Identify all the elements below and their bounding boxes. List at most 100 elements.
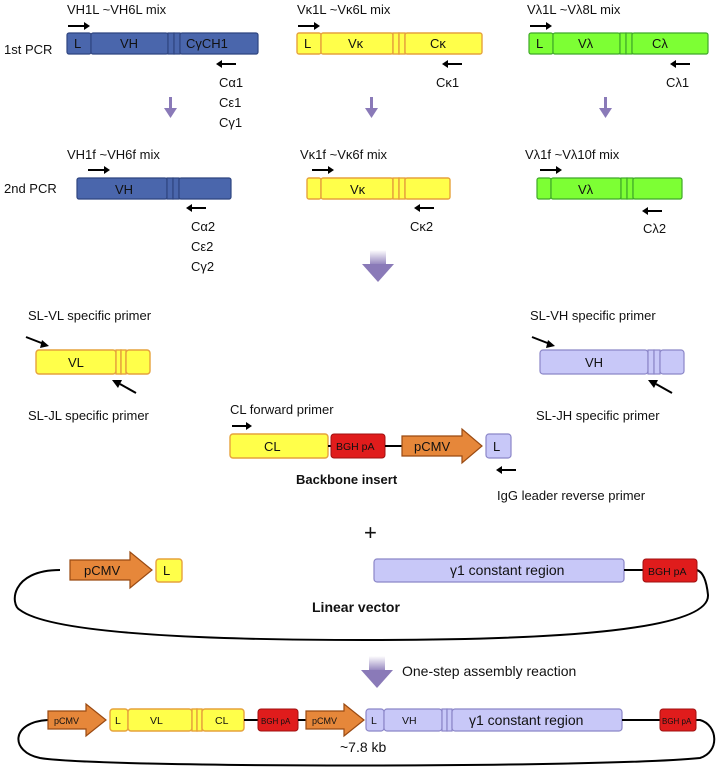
heavy2-junction2 bbox=[172, 177, 180, 200]
vector-pcmv-promoter bbox=[69, 550, 153, 590]
kappa-rev2: Cκ2 bbox=[410, 219, 433, 234]
assembly-step-label: One-step assembly reaction bbox=[402, 663, 576, 679]
light-rev-primer-head bbox=[112, 380, 122, 388]
assembled-size-label: ~7.8 kb bbox=[340, 739, 387, 755]
heavy-junction2 bbox=[173, 32, 181, 55]
heavy-fwd-primer1-head bbox=[84, 22, 90, 30]
assembled-pcmv-1-label: pCMV bbox=[54, 716, 79, 726]
backbone-L-label: L bbox=[493, 439, 500, 454]
heavy-seg-V: VH bbox=[120, 36, 138, 51]
assembled-pcmv-2 bbox=[305, 702, 365, 738]
assembled-junction-b bbox=[196, 708, 203, 732]
kappa2-junction1 bbox=[392, 177, 400, 200]
light-rev-primer bbox=[119, 383, 137, 394]
assembled-vector-backbone bbox=[17, 719, 716, 767]
assembled-junction-a bbox=[191, 708, 198, 732]
lambda-fwd-primer1-head bbox=[546, 22, 552, 30]
heavy-insert-junction2 bbox=[653, 349, 661, 375]
vector-L-label: L bbox=[163, 563, 170, 578]
backbone-rev-primer-head bbox=[496, 466, 502, 474]
assembled-VH-label: VH bbox=[402, 715, 417, 727]
plus-sign: + bbox=[364, 520, 377, 545]
heavy-rev-primer1-head bbox=[216, 60, 222, 68]
lambda2-C-segment bbox=[632, 177, 683, 200]
assembled-L-2-label: L bbox=[371, 715, 377, 727]
assembled-junction-c bbox=[441, 708, 448, 732]
heavy-insert-rev-primer-head bbox=[648, 380, 658, 388]
heavy-rev2-a: Cα2 bbox=[191, 219, 215, 234]
heavy-rev2-e: Cε2 bbox=[191, 239, 213, 254]
lambda-seg-L: L bbox=[536, 36, 543, 51]
heavy-rev-primer2-head bbox=[186, 204, 192, 212]
backbone-CL-label: CL bbox=[264, 439, 281, 454]
heavy-rev2-g: Cγ2 bbox=[191, 259, 214, 274]
light-insert-tail bbox=[125, 349, 151, 375]
linear-vector-backbone bbox=[13, 569, 710, 642]
heavy-fwd-primer2-head bbox=[104, 166, 110, 174]
assembled-junction-d bbox=[446, 708, 453, 732]
heavy-rev1-e: Cε1 bbox=[219, 95, 241, 110]
lambda-C-segment bbox=[631, 32, 709, 55]
heavy2-C-segment bbox=[178, 177, 232, 200]
heavy-rev1-g: Cγ1 bbox=[219, 115, 242, 130]
linear-vector-title: Linear vector bbox=[312, 599, 400, 615]
kappa-mix1-label: Vκ1L ~Vκ6L mix bbox=[297, 2, 391, 17]
backbone-rev-primer-label: IgG leader reverse primer bbox=[497, 488, 646, 503]
first-pcr-label: 1st PCR bbox=[4, 42, 52, 57]
heavy-fwd-primer-label: SL-VH specific primer bbox=[530, 308, 656, 323]
heavy-insert-rev-primer bbox=[655, 383, 673, 394]
heavy-rev-primer-label: SL-JH specific primer bbox=[536, 408, 660, 423]
big-down-arrow-2 bbox=[361, 656, 393, 688]
heavy-mix1-label: VH1L ~VH6L mix bbox=[67, 2, 167, 17]
lambda-mix1-label: Vλ1L ~Vλ8L mix bbox=[527, 2, 621, 17]
lambda-fwd-primer2-head bbox=[556, 166, 562, 174]
lambda2-junction1 bbox=[620, 177, 628, 200]
light-fwd-primer-label: SL-VL specific primer bbox=[28, 308, 152, 323]
backbone-pcmv-promoter bbox=[401, 427, 483, 465]
lambda-seg-V: Vλ bbox=[578, 36, 594, 51]
lambda-rev-primer2-head bbox=[642, 207, 648, 215]
kappa-fwd-primer2-head bbox=[328, 166, 334, 174]
vector-L-segment bbox=[155, 558, 183, 583]
assembled-constant-label: γ1 constant region bbox=[469, 712, 583, 728]
lambda2-junction2 bbox=[626, 177, 634, 200]
backbone-title: Backbone insert bbox=[296, 472, 398, 487]
vector-pcmv-label: pCMV bbox=[84, 563, 120, 578]
vector-bgh-label: BGH pA bbox=[648, 566, 687, 578]
heavy-insert-fwd-primer-head bbox=[546, 340, 555, 348]
kappa2-seg-V: Vκ bbox=[350, 182, 366, 197]
assembled-bgh-2-label: BGH pA bbox=[662, 717, 692, 726]
lambda-rev-primer1-head bbox=[670, 60, 676, 68]
heavy-insert-tail bbox=[659, 349, 685, 375]
heavy-insert-label: VH bbox=[585, 355, 603, 370]
light-insert-label: VL bbox=[68, 355, 84, 370]
assembled-pcmv-2-label: pCMV bbox=[312, 716, 337, 726]
backbone-bgh-label: BGH pA bbox=[336, 441, 375, 453]
vector-bgh bbox=[642, 558, 698, 583]
kappa-fwd-primer1-head bbox=[314, 22, 320, 30]
kappa-seg-C: Cκ bbox=[430, 36, 446, 51]
lambda-seg-C: Cλ bbox=[652, 36, 668, 51]
kappa-rev-primer2-head bbox=[414, 204, 420, 212]
light-fwd-primer-head bbox=[40, 340, 49, 348]
lambda-mix2-label: Vλ1f ~Vλ10f mix bbox=[525, 147, 620, 162]
light-insert-junction1 bbox=[115, 349, 122, 375]
down-arrow-lambda bbox=[599, 97, 612, 118]
assembled-VL-label: VL bbox=[150, 715, 163, 727]
kappa-junction1 bbox=[392, 32, 400, 55]
heavy-seg-L: L bbox=[74, 36, 81, 51]
assembled-CL-label: CL bbox=[215, 715, 229, 727]
lambda-rev1: Cλ1 bbox=[666, 75, 689, 90]
light-rev-primer-label: SL-JL specific primer bbox=[28, 408, 150, 423]
lambda-junction2 bbox=[625, 32, 633, 55]
heavy2-seg-V: VH bbox=[115, 182, 133, 197]
assembled-pcmv-1 bbox=[47, 702, 107, 738]
kappa-junction2 bbox=[398, 32, 406, 55]
heavy-insert-fwd-primer bbox=[531, 336, 551, 345]
heavy-C-segment bbox=[179, 32, 259, 55]
backbone-fwd-primer-label: CL forward primer bbox=[230, 402, 334, 417]
assembled-L-1-label: L bbox=[115, 715, 121, 727]
big-down-arrow-1 bbox=[362, 250, 394, 282]
vector-constant-label: γ1 constant region bbox=[450, 562, 564, 578]
